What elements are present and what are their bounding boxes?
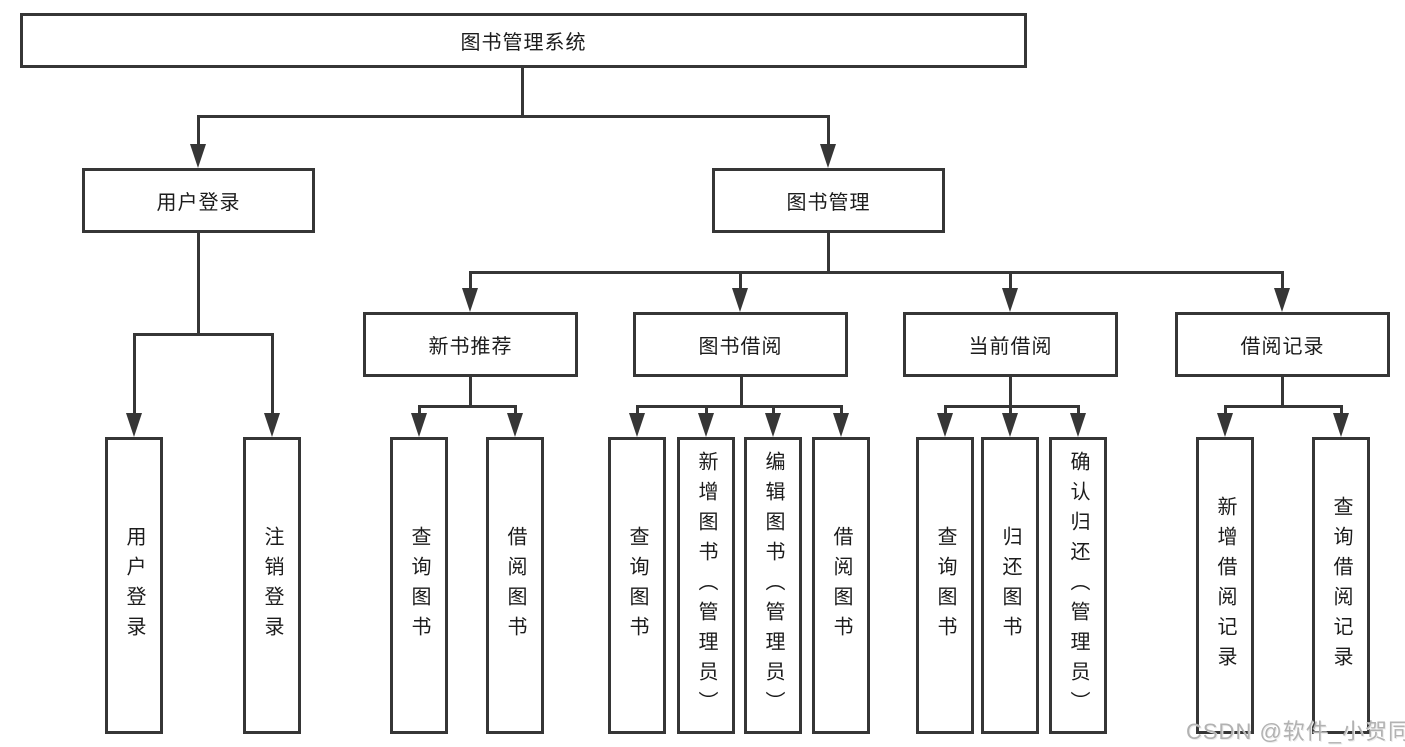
connector-records-down: [1281, 377, 1284, 407]
connector-user-login-stem: [197, 115, 200, 146]
connector-newbook-split: [418, 405, 517, 408]
connector-level3-stem: [739, 271, 742, 290]
arrow-down-icon: [411, 413, 427, 437]
connector-borrowing-split: [636, 405, 843, 408]
node-book-management: 图书管理: [712, 168, 945, 233]
leaf-confirm-return-admin: 确认归还（管理员）: [1049, 437, 1107, 734]
node-library-management-system: 图书管理系统: [20, 13, 1027, 68]
leaf-borrow-books-borrowing: 借阅图书: [812, 437, 870, 734]
connector-level3-stem: [1281, 271, 1284, 290]
connector-leaf-stem: [840, 405, 843, 415]
arrow-down-icon: [937, 413, 953, 437]
arrow-down-icon: [126, 413, 142, 437]
connector-leaf-stem: [1224, 405, 1227, 415]
connector-level3-stem: [1009, 271, 1012, 290]
connector-current-split: [944, 405, 1080, 408]
leaf-user-login: 用户登录: [105, 437, 163, 734]
leaf-return-books: 归还图书: [981, 437, 1039, 734]
connector-root-stem: [521, 68, 524, 118]
arrow-down-icon: [264, 413, 280, 437]
connector-leaf-stem: [705, 405, 708, 415]
arrow-down-icon: [1002, 288, 1018, 312]
connector-leaf-stem: [1340, 405, 1343, 415]
arrow-down-icon: [1217, 413, 1233, 437]
connector-leaf-stem: [133, 333, 136, 415]
csdn-watermark: CSDN @软件_小贺同学: [1186, 719, 1405, 744]
connector-book-mgmt-stem: [827, 115, 830, 146]
leaf-borrow-books-recommend: 借阅图书: [486, 437, 544, 734]
arrow-down-icon: [462, 288, 478, 312]
leaf-add-borrow-record: 新增借阅记录: [1196, 437, 1254, 734]
arrow-down-icon: [698, 413, 714, 437]
arrow-down-icon: [629, 413, 645, 437]
connector-newbook-down: [469, 377, 472, 407]
connector-leaf-stem: [1009, 405, 1012, 415]
leaf-query-books-current: 查询图书: [916, 437, 974, 734]
leaf-add-books-admin: 新增图书（管理员）: [677, 437, 735, 734]
arrow-down-icon: [833, 413, 849, 437]
connector-leaf-stem: [1077, 405, 1080, 415]
connector-leaf-stem: [772, 405, 775, 415]
leaf-query-borrow-record: 查询借阅记录: [1312, 437, 1370, 734]
node-user-login: 用户登录: [82, 168, 315, 233]
connector-level3-stem: [469, 271, 472, 290]
connector-leaf-stem: [636, 405, 639, 415]
node-book-borrowing: 图书借阅: [633, 312, 848, 377]
connector-leaf-stem: [514, 405, 517, 415]
connector-root-split: [197, 115, 830, 118]
leaf-edit-books-admin: 编辑图书（管理员）: [744, 437, 802, 734]
arrow-down-icon: [820, 144, 836, 168]
node-borrowing-records: 借阅记录: [1175, 312, 1390, 377]
leaf-query-books-recommend: 查询图书: [390, 437, 448, 734]
connector-borrowing-down: [740, 377, 743, 407]
connector-records-split: [1224, 405, 1343, 408]
arrow-down-icon: [507, 413, 523, 437]
connector-leaf-stem: [944, 405, 947, 415]
connector-current-down: [1009, 377, 1012, 407]
connector-user-login-split: [133, 333, 274, 336]
arrow-down-icon: [765, 413, 781, 437]
connector-leaf-stem: [418, 405, 421, 415]
arrow-down-icon: [1070, 413, 1086, 437]
connector-book-mgmt-split: [469, 271, 1284, 274]
connector-user-login-down: [197, 233, 200, 335]
arrow-down-icon: [1333, 413, 1349, 437]
arrow-down-icon: [732, 288, 748, 312]
arrow-down-icon: [1274, 288, 1290, 312]
connector-book-mgmt-down: [827, 233, 830, 273]
connector-leaf-stem: [271, 333, 274, 415]
node-current-borrowing: 当前借阅: [903, 312, 1118, 377]
leaf-query-books-borrowing: 查询图书: [608, 437, 666, 734]
node-new-book-recommendation: 新书推荐: [363, 312, 578, 377]
arrow-down-icon: [190, 144, 206, 168]
arrow-down-icon: [1002, 413, 1018, 437]
leaf-logout: 注销登录: [243, 437, 301, 734]
